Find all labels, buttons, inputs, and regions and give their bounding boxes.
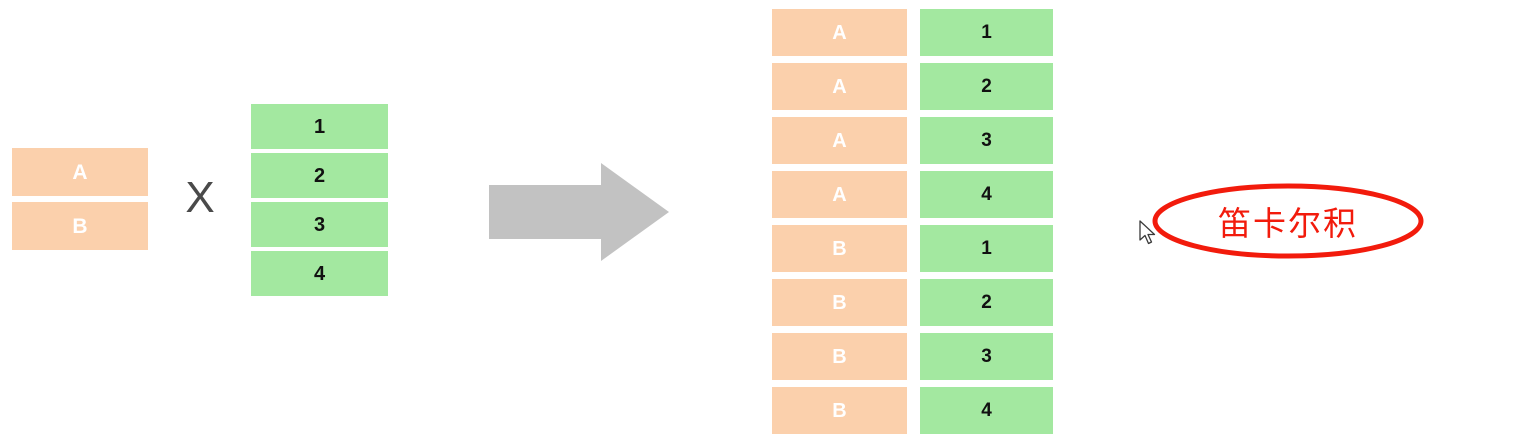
table-row: B 4 xyxy=(772,387,1053,434)
right-operand-cell: 2 xyxy=(251,153,388,198)
table-row: B 1 xyxy=(772,225,1053,272)
table-row: B 2 xyxy=(772,279,1053,326)
result-left-cell: A xyxy=(772,171,907,218)
result-left-cell: B xyxy=(772,279,907,326)
result-left-cell: B xyxy=(772,225,907,272)
result-right-cell: 4 xyxy=(920,171,1053,218)
result-left-cell: B xyxy=(772,333,907,380)
table-row: B 3 xyxy=(772,333,1053,380)
right-operand-cell: 1 xyxy=(251,104,388,149)
result-right-cell: 4 xyxy=(920,387,1053,434)
right-operand-table: 1 2 3 4 xyxy=(251,104,388,296)
result-right-cell: 3 xyxy=(920,117,1053,164)
table-row: A 4 xyxy=(772,171,1053,218)
table-row: A 2 xyxy=(772,63,1053,110)
right-arrow-icon xyxy=(489,163,669,261)
right-operand-cell: 3 xyxy=(251,202,388,247)
left-operand-table: A B xyxy=(12,148,148,250)
cross-product-operator-symbol: X xyxy=(185,173,215,222)
result-left-cell: A xyxy=(772,9,907,56)
left-operand-cell: A xyxy=(12,148,148,196)
result-right-cell: 2 xyxy=(920,279,1053,326)
result-left-cell: A xyxy=(772,117,907,164)
result-right-cell: 3 xyxy=(920,333,1053,380)
table-row: A 1 xyxy=(772,9,1053,56)
result-right-cell: 1 xyxy=(920,9,1053,56)
result-right-cell: 2 xyxy=(920,63,1053,110)
left-operand-cell: B xyxy=(12,202,148,250)
right-operand-cell: 4 xyxy=(251,251,388,296)
annotation-label: 笛卡尔积 xyxy=(1218,204,1358,243)
arrow-cursor-icon xyxy=(1139,220,1156,245)
result-left-cell: B xyxy=(772,387,907,434)
ellipse-outline-icon xyxy=(1152,183,1424,259)
result-right-cell: 1 xyxy=(920,225,1053,272)
result-left-cell: A xyxy=(772,63,907,110)
table-row: A 3 xyxy=(772,117,1053,164)
cartesian-product-result-table: A 1 A 2 A 3 A 4 B 1 B 2 B 3 B 4 xyxy=(772,9,1053,437)
cartesian-product-annotation: 笛卡尔积 xyxy=(1150,181,1426,261)
